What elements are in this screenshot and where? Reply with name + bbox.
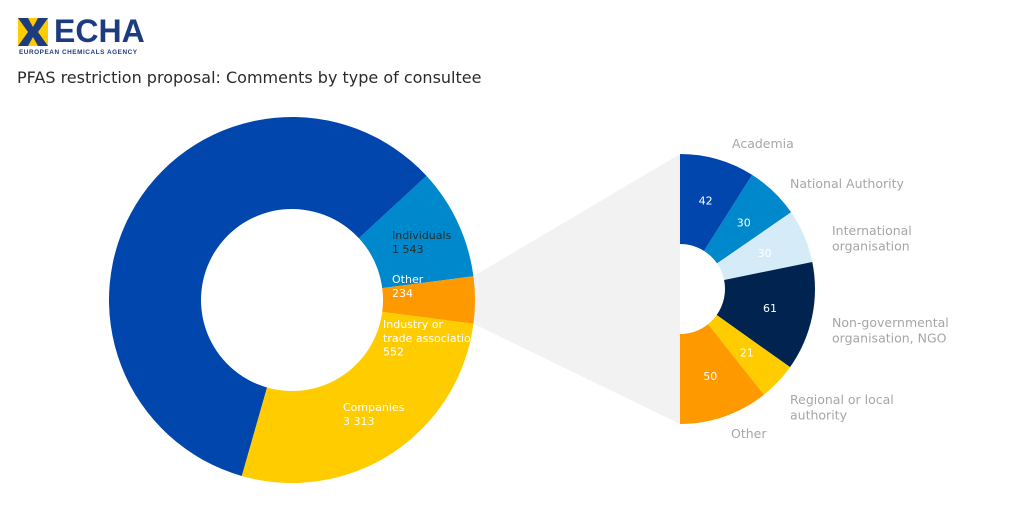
half-value-other: 50 — [703, 370, 717, 383]
half-slice-regional-or-local-authority[interactable] — [707, 315, 791, 395]
chart-title: PFAS restriction proposal: Comments by t… — [17, 68, 482, 87]
echa-logo[interactable]: ECHA EUROPEAN CHEMICALS AGENCY — [18, 13, 158, 56]
connector-band — [473, 154, 680, 424]
echa-subtitle: EUROPEAN CHEMICALS AGENCY — [19, 49, 138, 56]
echa-wordmark: ECHA — [54, 13, 145, 49]
echa-logo-mark-icon — [18, 18, 48, 46]
half-slice-international-organisation[interactable] — [717, 212, 813, 280]
half-category-other: Other — [731, 426, 767, 441]
half-value-international-organisation: 30 — [758, 247, 772, 260]
half-category-national-authority: National Authority — [790, 176, 905, 191]
donut-slice-industry-or-trade-association[interactable] — [358, 175, 474, 289]
half-slice-academia[interactable] — [680, 154, 753, 251]
half-category-academia: Academia — [732, 136, 794, 151]
half-value-non-governmental-organisation-ngo: 61 — [763, 302, 777, 315]
half-slice-national-authority[interactable] — [704, 174, 792, 264]
half-value-regional-or-local-authority: 21 — [740, 346, 754, 359]
half-slice-non-governmental-organisation-ngo[interactable] — [716, 261, 815, 368]
half-value-academia: 42 — [699, 195, 713, 208]
donut-slice-companies[interactable] — [109, 117, 427, 476]
half-slice-other[interactable] — [680, 324, 764, 424]
donut-slice-individuals[interactable] — [241, 311, 474, 484]
donut-slice-other[interactable] — [382, 276, 475, 324]
half-value-national-authority: 30 — [737, 217, 751, 230]
